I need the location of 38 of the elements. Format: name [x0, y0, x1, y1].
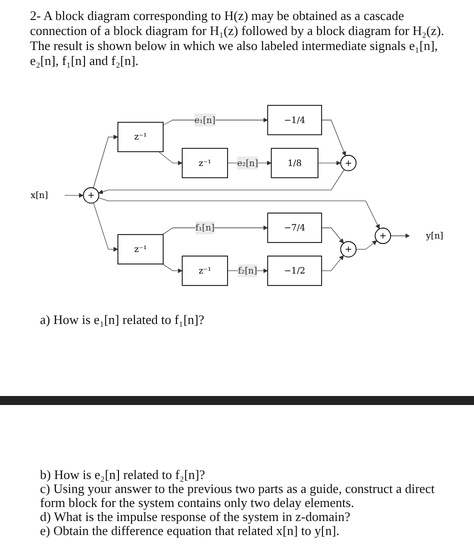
question-text: b) How is e₂[n] related to f₂[n]? [40, 468, 206, 482]
question-text: e) Obtain the difference equation that related x[n] to y[n]. [40, 524, 340, 538]
node-box: z⁻¹ [117, 121, 164, 152]
arrow [390, 233, 410, 238]
arrow [162, 263, 182, 273]
question-text: d) What is the impulse response of the system in z-domain? [40, 510, 352, 524]
node-box: z⁻¹ [182, 255, 228, 286]
node-box: −1/4 [267, 104, 322, 135]
arrow [162, 224, 268, 234]
node-circle: + [340, 240, 357, 257]
node-box: −7/4 [267, 212, 322, 242]
node-text: y[n] [426, 230, 444, 240]
arrow [93, 202, 118, 252]
arrow [321, 254, 344, 271]
node-circle: + [82, 186, 100, 204]
node-box: 1/8 [270, 148, 318, 178]
arrow [158, 151, 182, 165]
node-circle: + [374, 227, 392, 244]
edge-label: e₁[n] [194, 114, 216, 125]
node-box: z⁻¹ [117, 234, 164, 264]
edge-label: f₂[n] [238, 264, 258, 276]
edge-label: f₁[n] [195, 222, 214, 232]
arrow [64, 192, 84, 198]
arrow [321, 227, 344, 244]
node-box: z⁻¹ [182, 148, 228, 178]
arrow [98, 197, 380, 229]
edge-label: e₂[n] [237, 157, 258, 168]
arrow [93, 134, 118, 188]
node-text: x[n] [30, 190, 48, 200]
question-text: c) Using your answer to the previous two parts as a guide, construct a direct form block for the system contains only two delay elements. [40, 482, 436, 510]
question-text: a) How is e₁[n] related to f₁[n]? [40, 312, 204, 328]
arrow [318, 160, 341, 165]
node-circle: + [340, 154, 357, 171]
arrow [321, 119, 346, 156]
node-box: −1/2 [267, 255, 322, 286]
problem-statement: 2- A block diagram corresponding to H(z) may be obtained as a cascade connection of a block diagram for H₁(z) followed by a block diagram for H₂(z). The result is shown below in which we also labeled intermediate signals e₁[n], e₂[n], f₁[n] and f₂[n]. [30, 8, 446, 68]
arrow [356, 240, 378, 250]
arrow [98, 168, 344, 194]
